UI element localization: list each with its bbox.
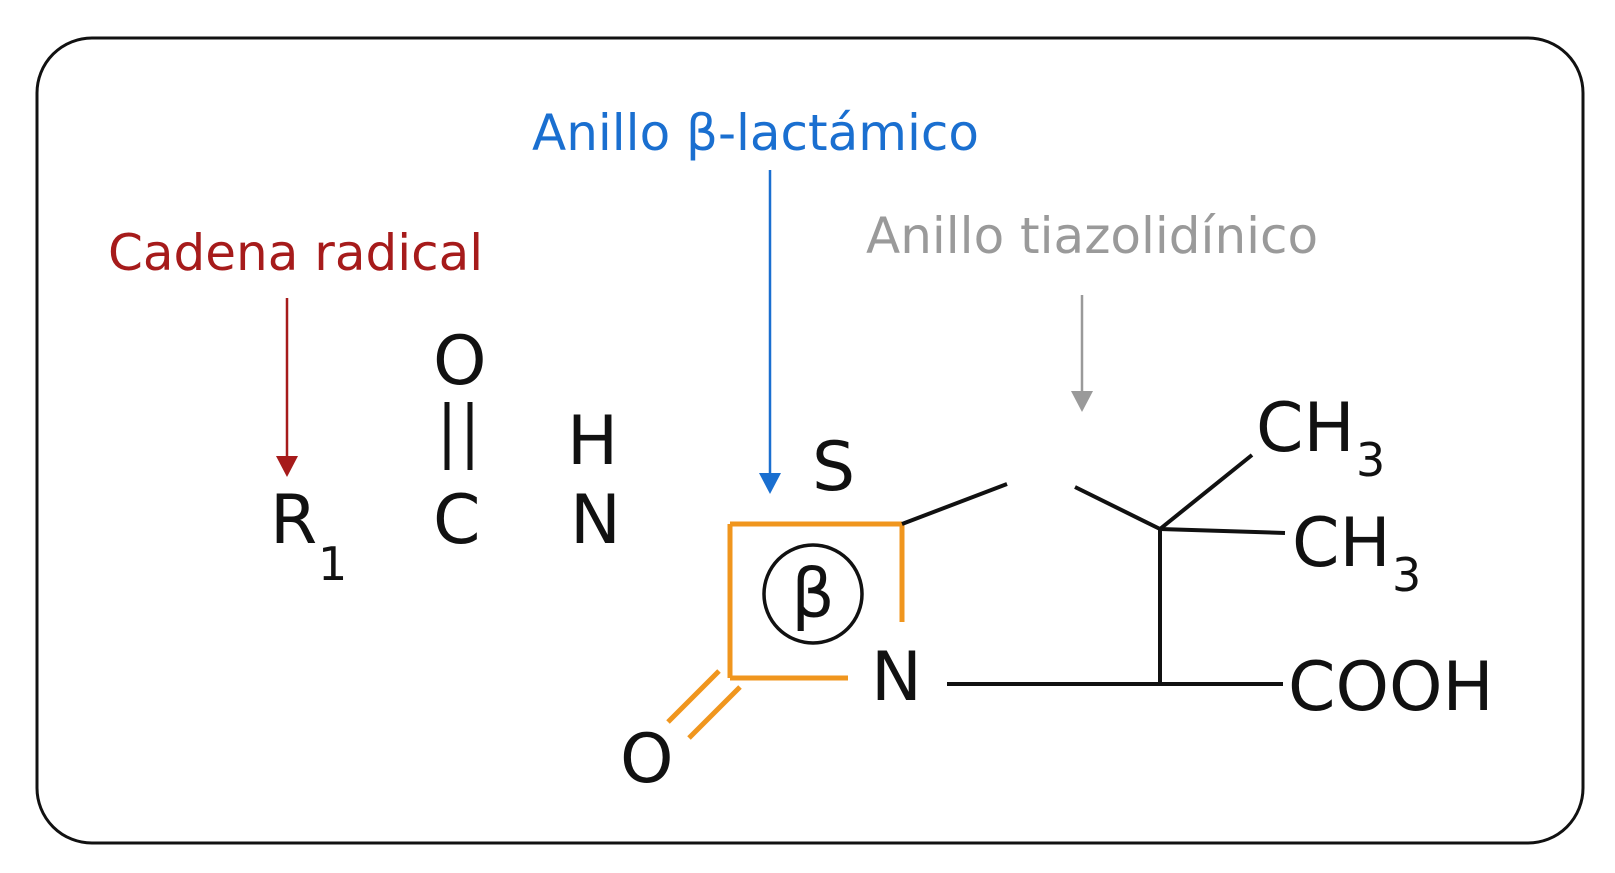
double-bond-c-o (444, 402, 473, 470)
atom-o-carbonyl: O (433, 322, 487, 401)
beta-symbol: β (791, 555, 834, 634)
label-cadena-radical: Cadena radical (108, 224, 483, 282)
thiazolidine-bonds (901, 482, 1162, 686)
atom-o-lactam: O (620, 720, 674, 799)
group-ch3-upper: CH (1256, 389, 1355, 468)
group-cooh: COOH (1288, 648, 1494, 727)
group-ch3-lower-subscript: 3 (1392, 548, 1421, 602)
diagram-frame (35, 36, 1585, 845)
group-ch3-upper-subscript: 3 (1356, 433, 1385, 487)
atom-r-subscript: 1 (318, 537, 347, 591)
arrow-anillo-beta-lactamico (759, 170, 781, 494)
label-anillo-tiazolidinico: Anillo tiazolidínico (866, 207, 1318, 265)
atom-c-carbonyl: C (433, 481, 480, 560)
group-ch3-lower: CH (1292, 504, 1391, 583)
atom-s: S (812, 428, 855, 507)
label-anillo-beta-lactamico: Anillo β-lactámico (532, 104, 979, 162)
beta-ring-marker: β (762, 543, 864, 645)
substituent-bonds (1158, 453, 1286, 686)
double-bond-lactam-carbonyl (666, 669, 742, 740)
arrow-anillo-tiazolidinico (1071, 295, 1093, 412)
atom-n-ring: N (871, 638, 922, 717)
atom-h-amide: H (567, 402, 618, 481)
atom-r: R (270, 481, 317, 560)
atom-n-amide: N (570, 481, 621, 560)
arrow-cadena-radical (276, 298, 298, 477)
beta-lactam-ring (727, 521, 905, 681)
